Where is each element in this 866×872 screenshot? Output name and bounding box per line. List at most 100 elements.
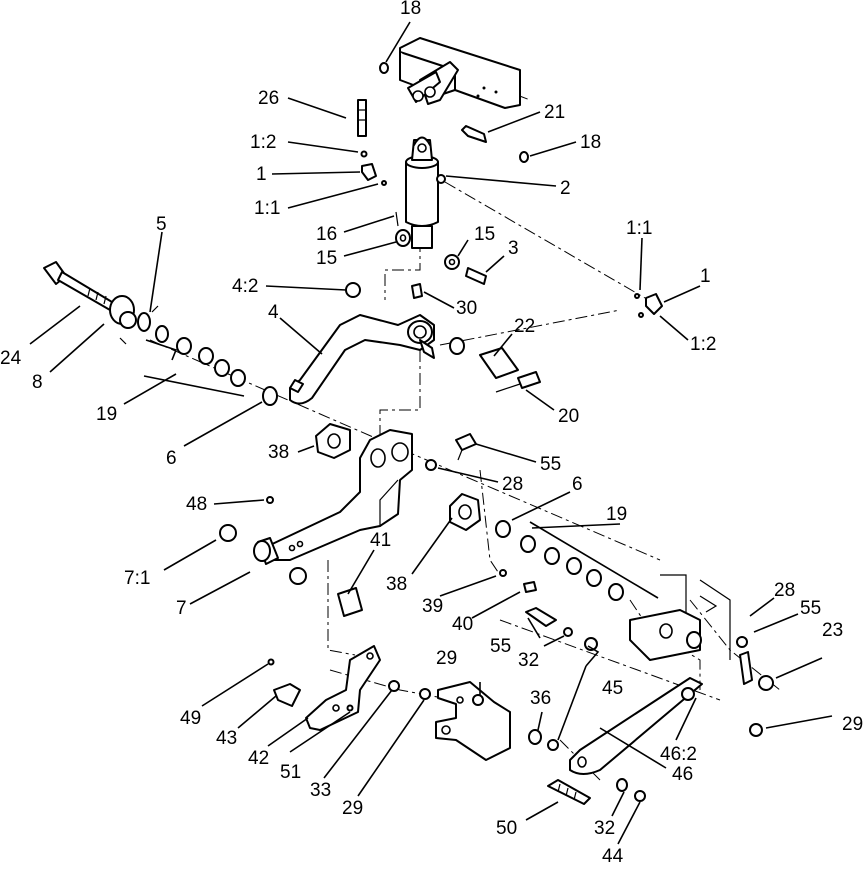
frame-plate (629, 574, 731, 661)
flange-bearing-left (315, 423, 351, 459)
washer-32-center (563, 627, 573, 637)
callout-38-right: 38 (386, 574, 407, 595)
cam-plate (273, 683, 301, 707)
callout-42: 42 (248, 748, 269, 769)
switch-bracket (305, 645, 381, 731)
callout-38-left: 38 (268, 442, 289, 463)
callout-1-right: 1 (700, 266, 711, 287)
washer-right (444, 254, 460, 270)
flanged-spacer (109, 295, 137, 329)
callout-55-right: 55 (800, 598, 821, 619)
grease-fitting (411, 283, 423, 299)
callout-55-center: 55 (490, 636, 511, 657)
callout-2: 2 (560, 178, 571, 199)
callout-33: 33 (310, 780, 331, 801)
callout-4-2: 4:2 (232, 276, 258, 297)
screw-33 (388, 680, 400, 692)
callout-40: 40 (452, 614, 473, 635)
link-rod (569, 677, 703, 775)
clevis-pin (465, 267, 487, 285)
callout-4: 4 (268, 302, 279, 323)
callout-51: 51 (280, 762, 301, 783)
callout-28-upper: 28 (502, 474, 523, 495)
callout-43: 43 (216, 728, 237, 749)
callout-19-left: 19 (96, 404, 117, 425)
callout-39: 39 (422, 596, 443, 617)
brake-pedal (289, 314, 435, 405)
callout-49: 49 (180, 708, 201, 729)
bushing-right (495, 520, 511, 538)
callout-29-right: 29 (842, 714, 863, 735)
bolt-55-right (739, 651, 753, 685)
nut-29-right (749, 723, 763, 737)
callout-16: 16 (316, 224, 337, 245)
callout-22: 22 (514, 316, 535, 337)
callout-32-center: 32 (518, 650, 539, 671)
bolt-50 (547, 779, 591, 805)
bushing-45 (584, 637, 598, 651)
callout-24: 24 (0, 348, 22, 369)
washer-39 (499, 569, 507, 577)
o-ring-right-upper (634, 293, 640, 299)
bushing-small (345, 282, 361, 298)
retaining-ring (119, 305, 159, 345)
hydraulic-cylinder (381, 136, 446, 249)
callout-29-center: 29 (436, 648, 457, 669)
hose-lower (495, 371, 541, 393)
elbow-fitting-upper (361, 163, 377, 181)
nut-51 (346, 704, 354, 712)
callout-1-1-right: 1:1 (626, 218, 652, 239)
callout-1-1-upper: 1:1 (254, 198, 280, 219)
nut-28-right (736, 636, 748, 648)
callout-7: 7 (176, 598, 187, 619)
callout-46: 46 (672, 764, 693, 785)
callout-46-2: 46:2 (660, 744, 697, 765)
elbow-fitting-right (645, 293, 663, 315)
callout-1-2-right: 1:2 (690, 334, 716, 355)
callout-8: 8 (32, 372, 43, 393)
spacer-45 (547, 739, 559, 751)
sleeve-bushing (253, 537, 279, 565)
callout-19-right: 19 (606, 504, 627, 525)
assembly-axis-lines (149, 69, 781, 781)
callout-7-1: 7:1 (124, 568, 150, 589)
nut-29-center (472, 694, 484, 706)
retaining-ring-top (379, 62, 389, 74)
washer-36 (528, 729, 542, 745)
screw-49 (267, 658, 275, 666)
shim-washers-left (155, 325, 246, 387)
bolt-mount (455, 433, 477, 461)
lower-bracket (435, 681, 511, 761)
callout-6-left: 6 (166, 448, 177, 469)
callout-41: 41 (370, 530, 391, 551)
callout-23: 23 (822, 620, 843, 641)
long-bolt (43, 261, 113, 311)
nut-44 (634, 790, 646, 802)
callout-21: 21 (544, 102, 565, 123)
mount-bracket (399, 37, 521, 109)
cotter-pin (395, 211, 399, 227)
spacer-tube (337, 587, 363, 617)
screw-40 (523, 581, 537, 593)
pivot-pin-upper (461, 125, 487, 143)
bushing-46-2 (681, 687, 695, 701)
bolt-55-center (525, 607, 557, 627)
pedal-mount-arm (267, 429, 413, 561)
leader-lines (29, 21, 833, 845)
callout-48: 48 (186, 494, 207, 515)
callout-1-upper: 1 (256, 164, 267, 185)
callout-26: 26 (258, 88, 279, 109)
callout-36: 36 (530, 688, 551, 709)
callout-15-left: 15 (316, 248, 337, 269)
callout-20: 20 (558, 406, 579, 427)
nut-48 (266, 496, 274, 504)
callout-32-lower: 32 (594, 818, 615, 839)
bushing-7-1 (219, 524, 237, 542)
hose-upper (357, 99, 368, 158)
nut-29-left (419, 688, 431, 700)
bushing-left (262, 386, 278, 406)
shim-washers-right (520, 535, 624, 601)
callout-6-right: 6 (572, 474, 583, 495)
